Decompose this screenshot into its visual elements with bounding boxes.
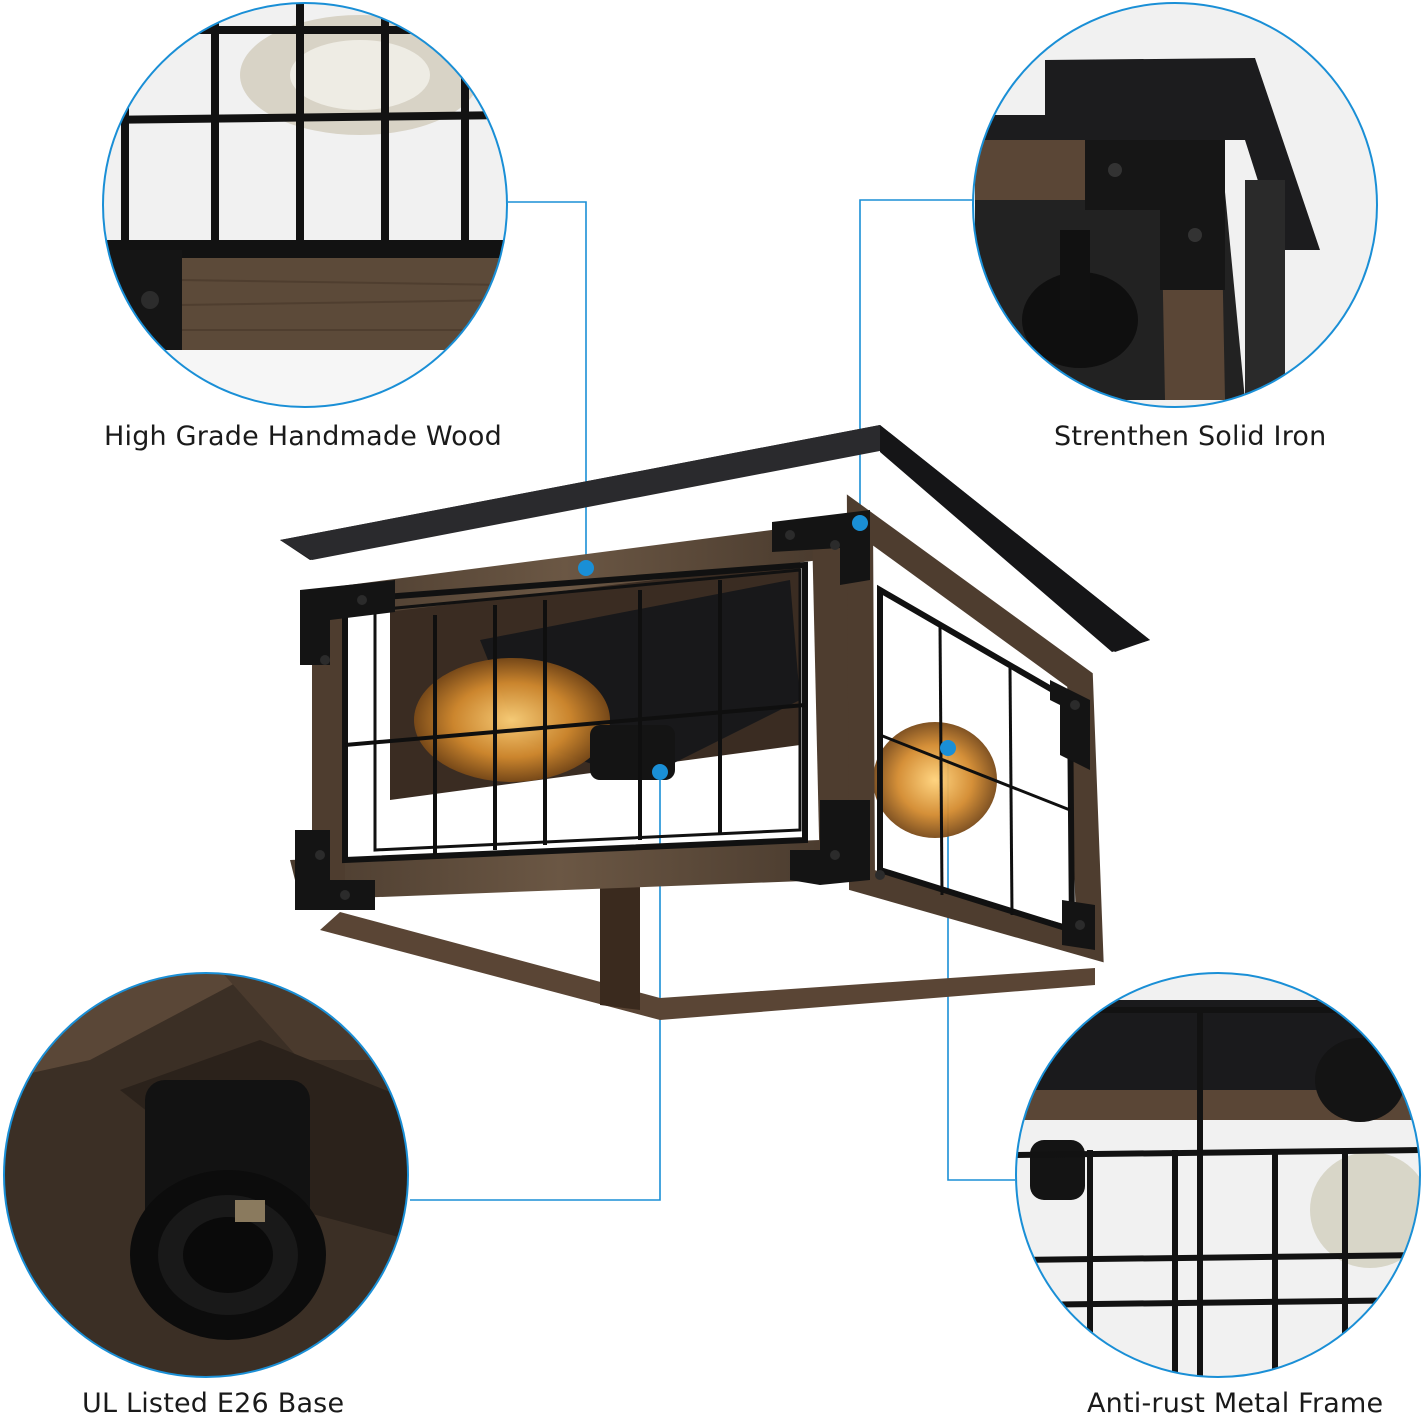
callout-dots — [578, 515, 956, 780]
ceiling-light-fixture — [280, 425, 1150, 1020]
caption-wood: High Grade Handmade Wood — [104, 421, 502, 452]
callout-dot-frame — [940, 740, 956, 756]
callout-line-iron — [859, 199, 975, 523]
bulb-right — [873, 722, 997, 838]
callout-dot-base — [652, 764, 668, 780]
zoom-circle-metal-frame — [1015, 972, 1421, 1378]
callout-line-wood — [508, 201, 587, 568]
caption-iron: Strenthen Solid Iron — [1054, 421, 1327, 452]
zoom-circle-socket — [3, 972, 409, 1378]
callout-line-base — [410, 772, 661, 1201]
zoom-circle-wood — [102, 2, 508, 408]
caption-frame: Anti-rust Metal Frame — [1087, 1388, 1384, 1419]
bulb-left — [414, 658, 610, 782]
callout-dot-wood — [578, 560, 594, 576]
caption-base: UL Listed E26 Base — [82, 1388, 345, 1419]
zoom-circle-iron — [972, 2, 1378, 408]
callout-dot-iron — [852, 515, 868, 531]
